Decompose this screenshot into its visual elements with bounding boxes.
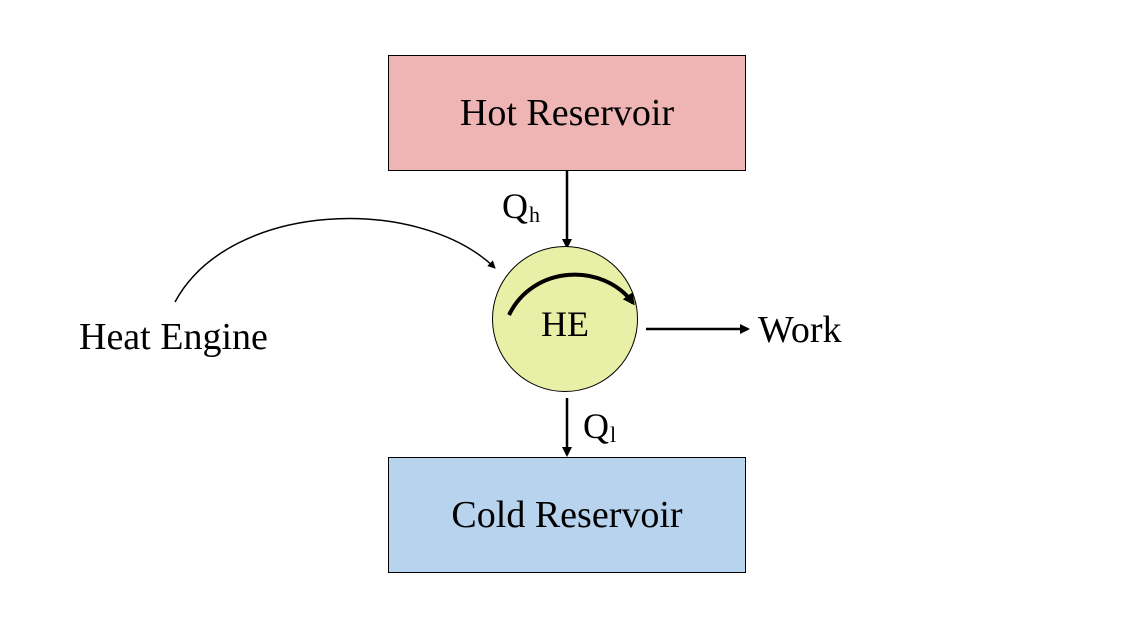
heat-engine-circle: HE [492,246,638,392]
heat-engine-label: HE [541,304,589,344]
heat-out-symbol: Q [583,406,609,446]
heat-in-subscript: h [529,202,540,227]
callout-pointer-arrow [174,217,496,303]
heat-in-label: Qh [502,186,540,227]
heat-in-symbol: Q [502,186,528,226]
hot-reservoir: Hot Reservoir [388,55,746,171]
heat-out-subscript: l [610,422,617,447]
work-label: Work [758,309,842,351]
cold-reservoir-label: Cold Reservoir [451,494,683,536]
cycle-arrow-icon [507,272,635,316]
heat-out-label: Ql [583,406,617,447]
cold-reservoir: Cold Reservoir [388,457,746,573]
heat-engine-callout-label: Heat Engine [79,316,268,358]
hot-reservoir-label: Hot Reservoir [459,92,675,134]
